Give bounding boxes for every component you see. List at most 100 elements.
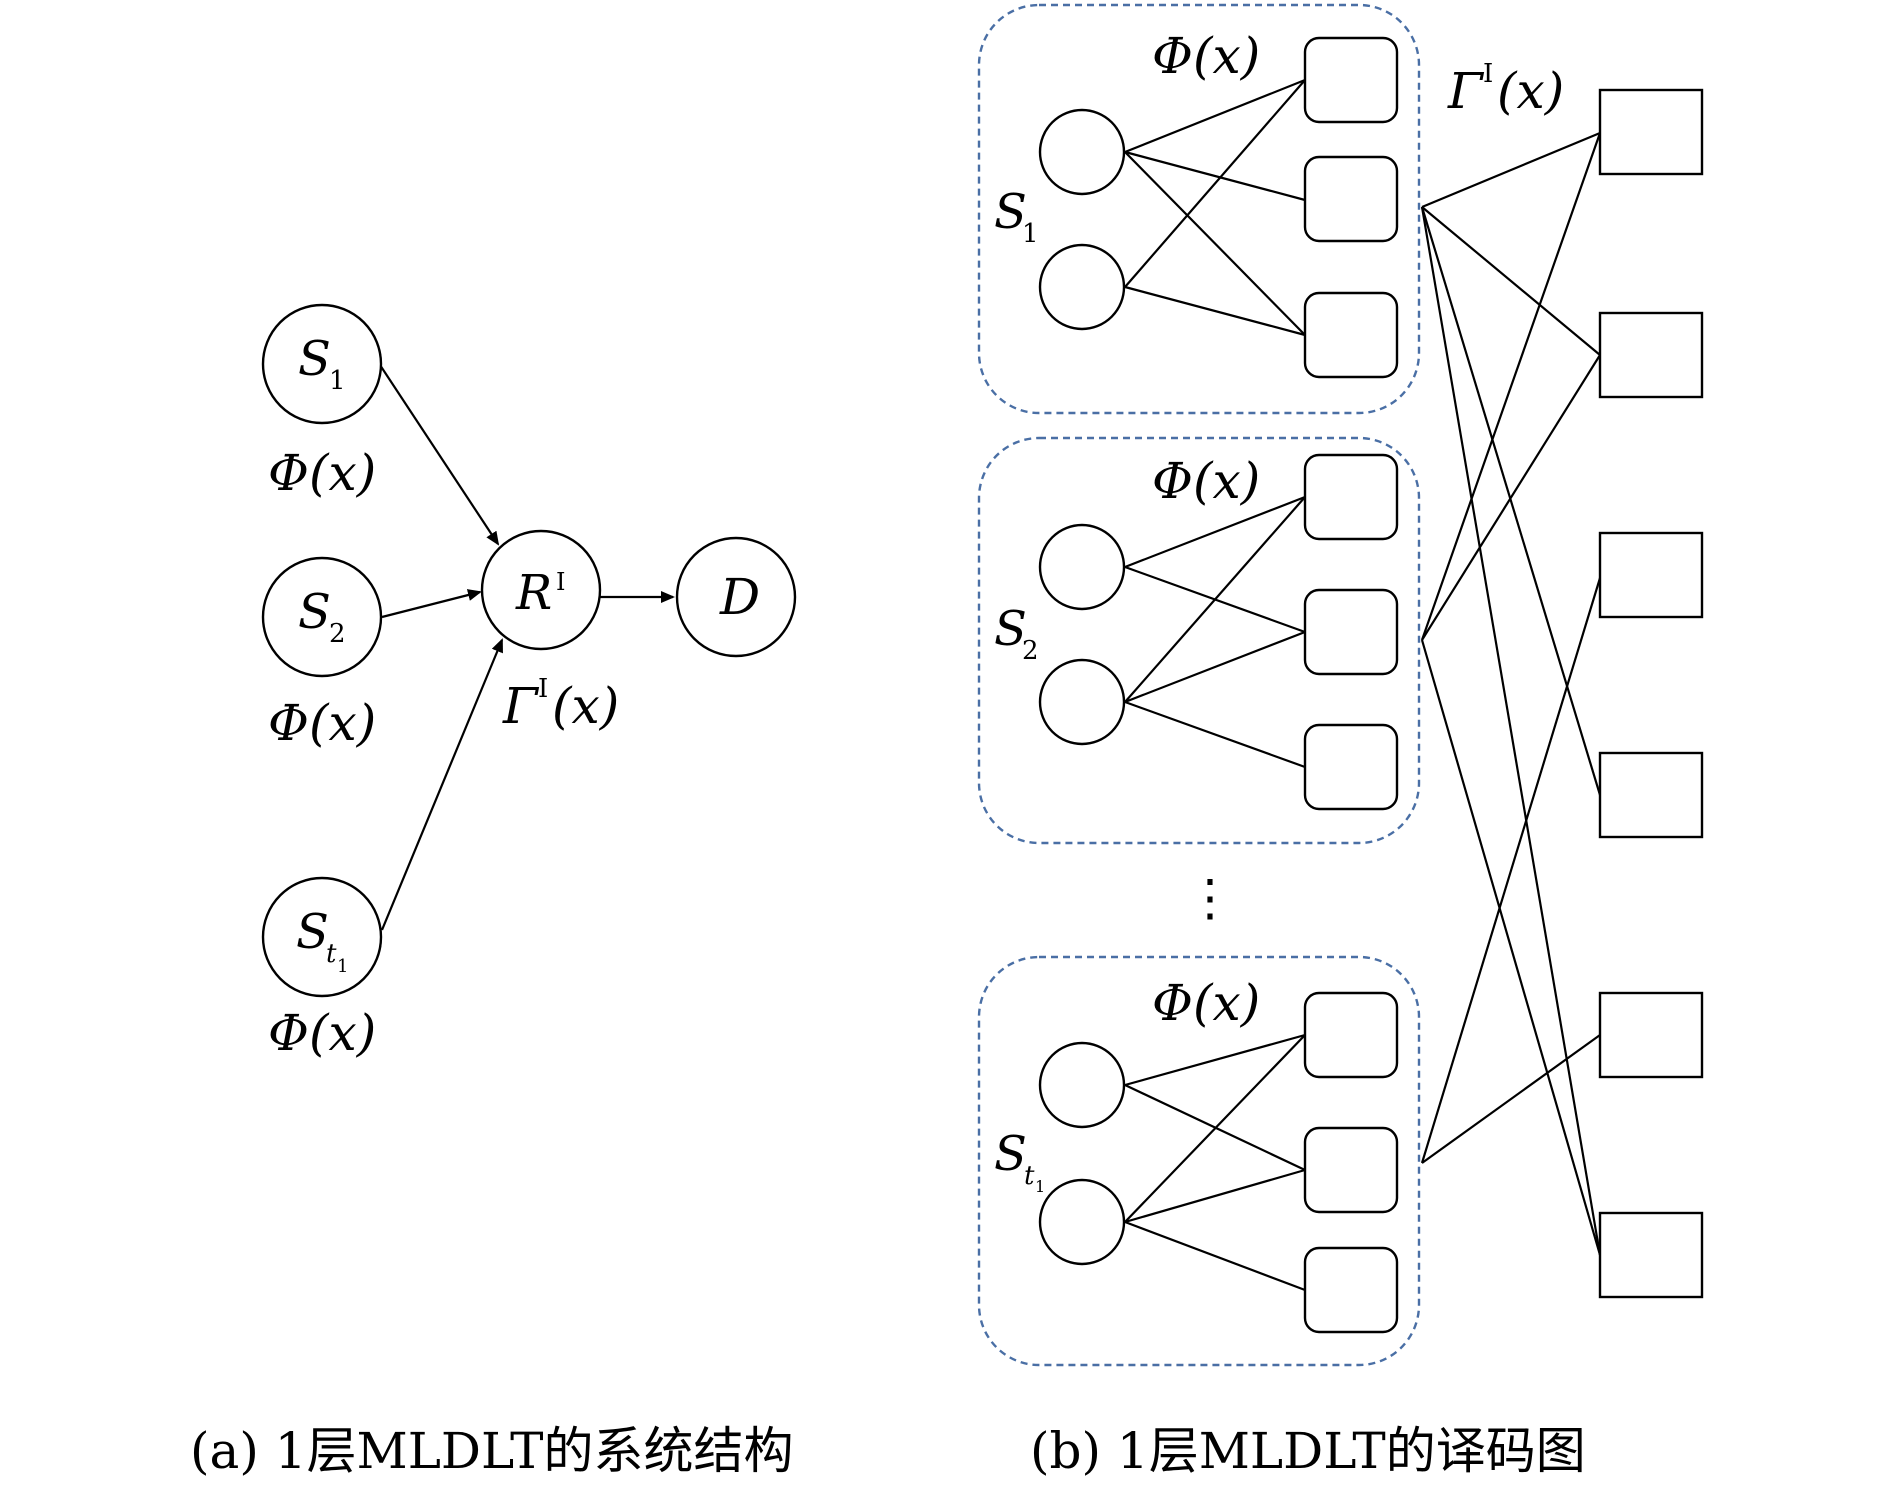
edge	[1420, 577, 1602, 1164]
encoded-symbol-node	[1303, 723, 1399, 811]
edge	[1124, 700, 1306, 769]
gamma-superscript-b: I	[1483, 59, 1493, 89]
node-s2-subscript: 2	[329, 619, 346, 649]
edges-group-s1	[1124, 78, 1306, 337]
node-relay: R I	[480, 529, 602, 651]
phi-label-group-s1: Φ(x)	[1152, 27, 1260, 85]
node-s2-circle	[261, 556, 383, 678]
source-symbol-node	[1038, 1041, 1126, 1129]
encoded-symbol-node	[1303, 36, 1399, 124]
group-label-s2-main: S	[994, 601, 1027, 657]
encoded-symbol-node	[1303, 291, 1399, 379]
relay-symbol-node	[1598, 88, 1704, 176]
edge	[1421, 354, 1601, 641]
edge	[1124, 1034, 1306, 1223]
gamma-argument-b: (x)	[1497, 62, 1564, 120]
gamma-label-b: Γ I (x)	[1447, 59, 1564, 120]
relay-symbol-node	[1598, 311, 1704, 399]
phi-label-s1: Φ(x)	[268, 444, 376, 502]
source-symbol-node	[1038, 1178, 1126, 1266]
encoded-symbol-node	[1303, 1246, 1399, 1334]
group-label-st1: S t 1	[994, 1126, 1045, 1196]
relay-symbol-node	[1598, 751, 1704, 839]
edge	[1124, 1168, 1306, 1224]
node-st1-circle	[261, 876, 383, 998]
edges-group-s2	[1124, 495, 1306, 769]
edge	[1124, 1033, 1306, 1087]
edge	[1420, 132, 1602, 641]
edge	[1124, 495, 1306, 569]
edge	[1420, 206, 1602, 1256]
edge	[1421, 206, 1601, 356]
encoded-symbol-node	[1303, 991, 1399, 1079]
node-relay-superscript: I	[556, 568, 565, 596]
node-st1-label: S	[296, 904, 329, 960]
edge	[1421, 1034, 1601, 1164]
relay-symbol-node	[1598, 531, 1704, 619]
edge	[1124, 79, 1306, 288]
gamma-label-a: Γ I (x)	[502, 674, 619, 735]
node-destination-label: D	[719, 568, 760, 626]
node-s2-label: S	[298, 584, 331, 640]
gamma-symbol-b: Γ	[1447, 62, 1485, 120]
encoded-symbol-node	[1303, 453, 1399, 541]
node-s1-circle	[261, 303, 383, 425]
caption-b: (b) 1层MLDLT的译码图	[1030, 1422, 1586, 1480]
node-s1-label: S	[298, 331, 331, 387]
relay-symbol-node	[1598, 1211, 1704, 1299]
group-label-st1-sub: t	[1024, 1161, 1035, 1191]
phi-label-st1: Φ(x)	[268, 1004, 376, 1062]
caption-a: (a) 1层MLDLT的系统结构	[190, 1422, 794, 1480]
relay-symbol-node	[1598, 991, 1704, 1079]
edge	[1420, 206, 1602, 796]
group-label-s2: S 2	[994, 601, 1039, 666]
group-box-s2	[977, 436, 1421, 845]
gamma-argument-a: (x)	[552, 677, 619, 735]
phi-label-s2: Φ(x)	[268, 694, 376, 752]
gamma-symbol-a: Γ	[502, 677, 540, 735]
group-label-st1-main: S	[994, 1126, 1027, 1182]
edge	[1421, 131, 1601, 209]
encoded-symbol-node	[1303, 1126, 1399, 1214]
node-s1-subscript: 1	[329, 366, 346, 396]
group-label-s2-sub: 2	[1022, 636, 1039, 666]
gamma-superscript-a: I	[538, 674, 548, 704]
edges-relay	[1420, 131, 1602, 1256]
arrow-s2-to-r	[381, 589, 482, 619]
group-box-st1	[977, 955, 1421, 1367]
node-destination-circle	[675, 536, 797, 658]
edge	[1124, 150, 1306, 202]
group-label-s1: S 1	[994, 184, 1039, 249]
source-symbol-node	[1038, 658, 1126, 746]
node-relay-label: R	[515, 565, 552, 621]
source-symbol-node	[1038, 523, 1126, 611]
encoded-symbol-node	[1303, 155, 1399, 243]
node-st1-subsubscript: 1	[337, 956, 348, 977]
edge	[1124, 78, 1306, 154]
edge	[1124, 630, 1306, 704]
edge	[1124, 496, 1306, 703]
panel-b-decoding-graph: Φ(x) Φ(x) Φ(x) Γ I (x) S 1 S 2 S t 1 ⋮ (…	[977, 3, 1704, 1480]
arrow-st1-to-r	[380, 638, 504, 931]
phi-label-group-s2: Φ(x)	[1152, 452, 1260, 510]
node-s2: S 2	[261, 556, 383, 678]
node-s1: S 1	[261, 303, 383, 425]
group-label-s1-sub: 1	[1022, 219, 1039, 249]
node-st1: S t 1	[261, 876, 383, 998]
phi-label-group-st1: Φ(x)	[1152, 974, 1260, 1032]
source-symbol-node	[1038, 108, 1126, 196]
group-label-st1-subsub: 1	[1035, 1177, 1045, 1196]
encoded-symbol-node	[1303, 588, 1399, 676]
edges-group-st1	[1124, 1033, 1306, 1292]
node-relay-circle	[480, 529, 602, 651]
group-label-s1-main: S	[994, 184, 1027, 240]
node-st1-subscript: t	[326, 939, 337, 969]
edge	[1124, 151, 1306, 336]
vertical-ellipsis: ⋮	[1185, 869, 1235, 927]
group-box-s1	[977, 3, 1421, 415]
node-destination: D	[675, 536, 797, 658]
arrow-s1-to-r	[379, 364, 500, 546]
panel-a-system-structure: S 1 Φ(x) S 2 Φ(x) S t 1 Φ(x) R I Γ I (x)	[190, 303, 797, 1480]
source-symbol-node	[1038, 243, 1126, 331]
